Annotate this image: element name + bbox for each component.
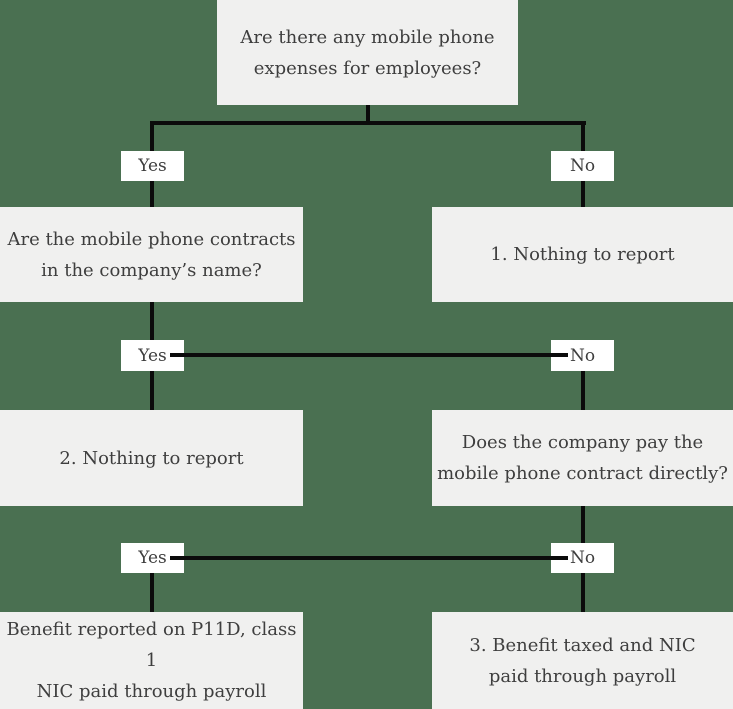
connector-branch1-horizontal xyxy=(150,121,586,125)
connector-branch2-horizontal xyxy=(170,353,568,357)
node-result-nothing-to-report-1: 1. Nothing to report xyxy=(432,207,733,302)
branch1-yes-label-text: Yes xyxy=(138,156,167,176)
node-result-nothing-to-report-1-text: 1. Nothing to report xyxy=(490,244,675,265)
connector-yes2-upper xyxy=(150,300,154,342)
connector-no2-lower xyxy=(581,369,585,412)
branch2-yes-label-text: Yes xyxy=(138,345,167,366)
node-result-p11d-benefit: Benefit reported on P11D, class 1 NIC pa… xyxy=(0,612,303,709)
connector-branch3-horizontal xyxy=(170,556,568,560)
node-result-benefit-taxed: 3. Benefit taxed and NIC paid through pa… xyxy=(432,612,733,709)
branch1-no-label: No xyxy=(551,151,614,181)
connector-root-vertical xyxy=(366,103,370,123)
node-result-benefit-taxed-text: 3. Benefit taxed and NIC paid through pa… xyxy=(469,634,696,687)
node-contracts-question-text: Are the mobile phone contracts in the co… xyxy=(7,228,296,281)
branch1-yes-label: Yes xyxy=(121,151,184,181)
connector-no1-upper xyxy=(581,121,585,153)
node-result-nothing-to-report-2: 2. Nothing to report xyxy=(0,410,303,506)
connector-no3-upper xyxy=(581,503,585,545)
connector-yes3-lower xyxy=(150,571,154,614)
connector-no3-lower xyxy=(581,571,585,614)
branch2-no-label-text: No xyxy=(569,345,596,366)
node-root-question-text: Are there any mobile phone expenses for … xyxy=(240,26,495,79)
node-contracts-question: Are the mobile phone contracts in the co… xyxy=(0,207,303,302)
connector-yes1-upper xyxy=(150,121,154,153)
node-result-p11d-benefit-text: Benefit reported on P11D, class 1 NIC pa… xyxy=(6,619,297,702)
connector-yes2-lower xyxy=(150,369,154,412)
branch3-no-label-text: No xyxy=(569,548,596,568)
node-pay-directly-question-text: Does the company pay the mobile phone co… xyxy=(437,432,728,484)
node-result-nothing-to-report-2-text: 2. Nothing to report xyxy=(59,447,244,469)
branch1-no-label-text: No xyxy=(569,156,596,176)
node-root-question: Are there any mobile phone expenses for … xyxy=(217,0,518,105)
node-pay-directly-question: Does the company pay the mobile phone co… xyxy=(432,410,733,506)
branch3-yes-label-text: Yes xyxy=(138,548,167,568)
connector-yes1-lower xyxy=(150,179,154,209)
connector-no1-lower xyxy=(581,179,585,209)
